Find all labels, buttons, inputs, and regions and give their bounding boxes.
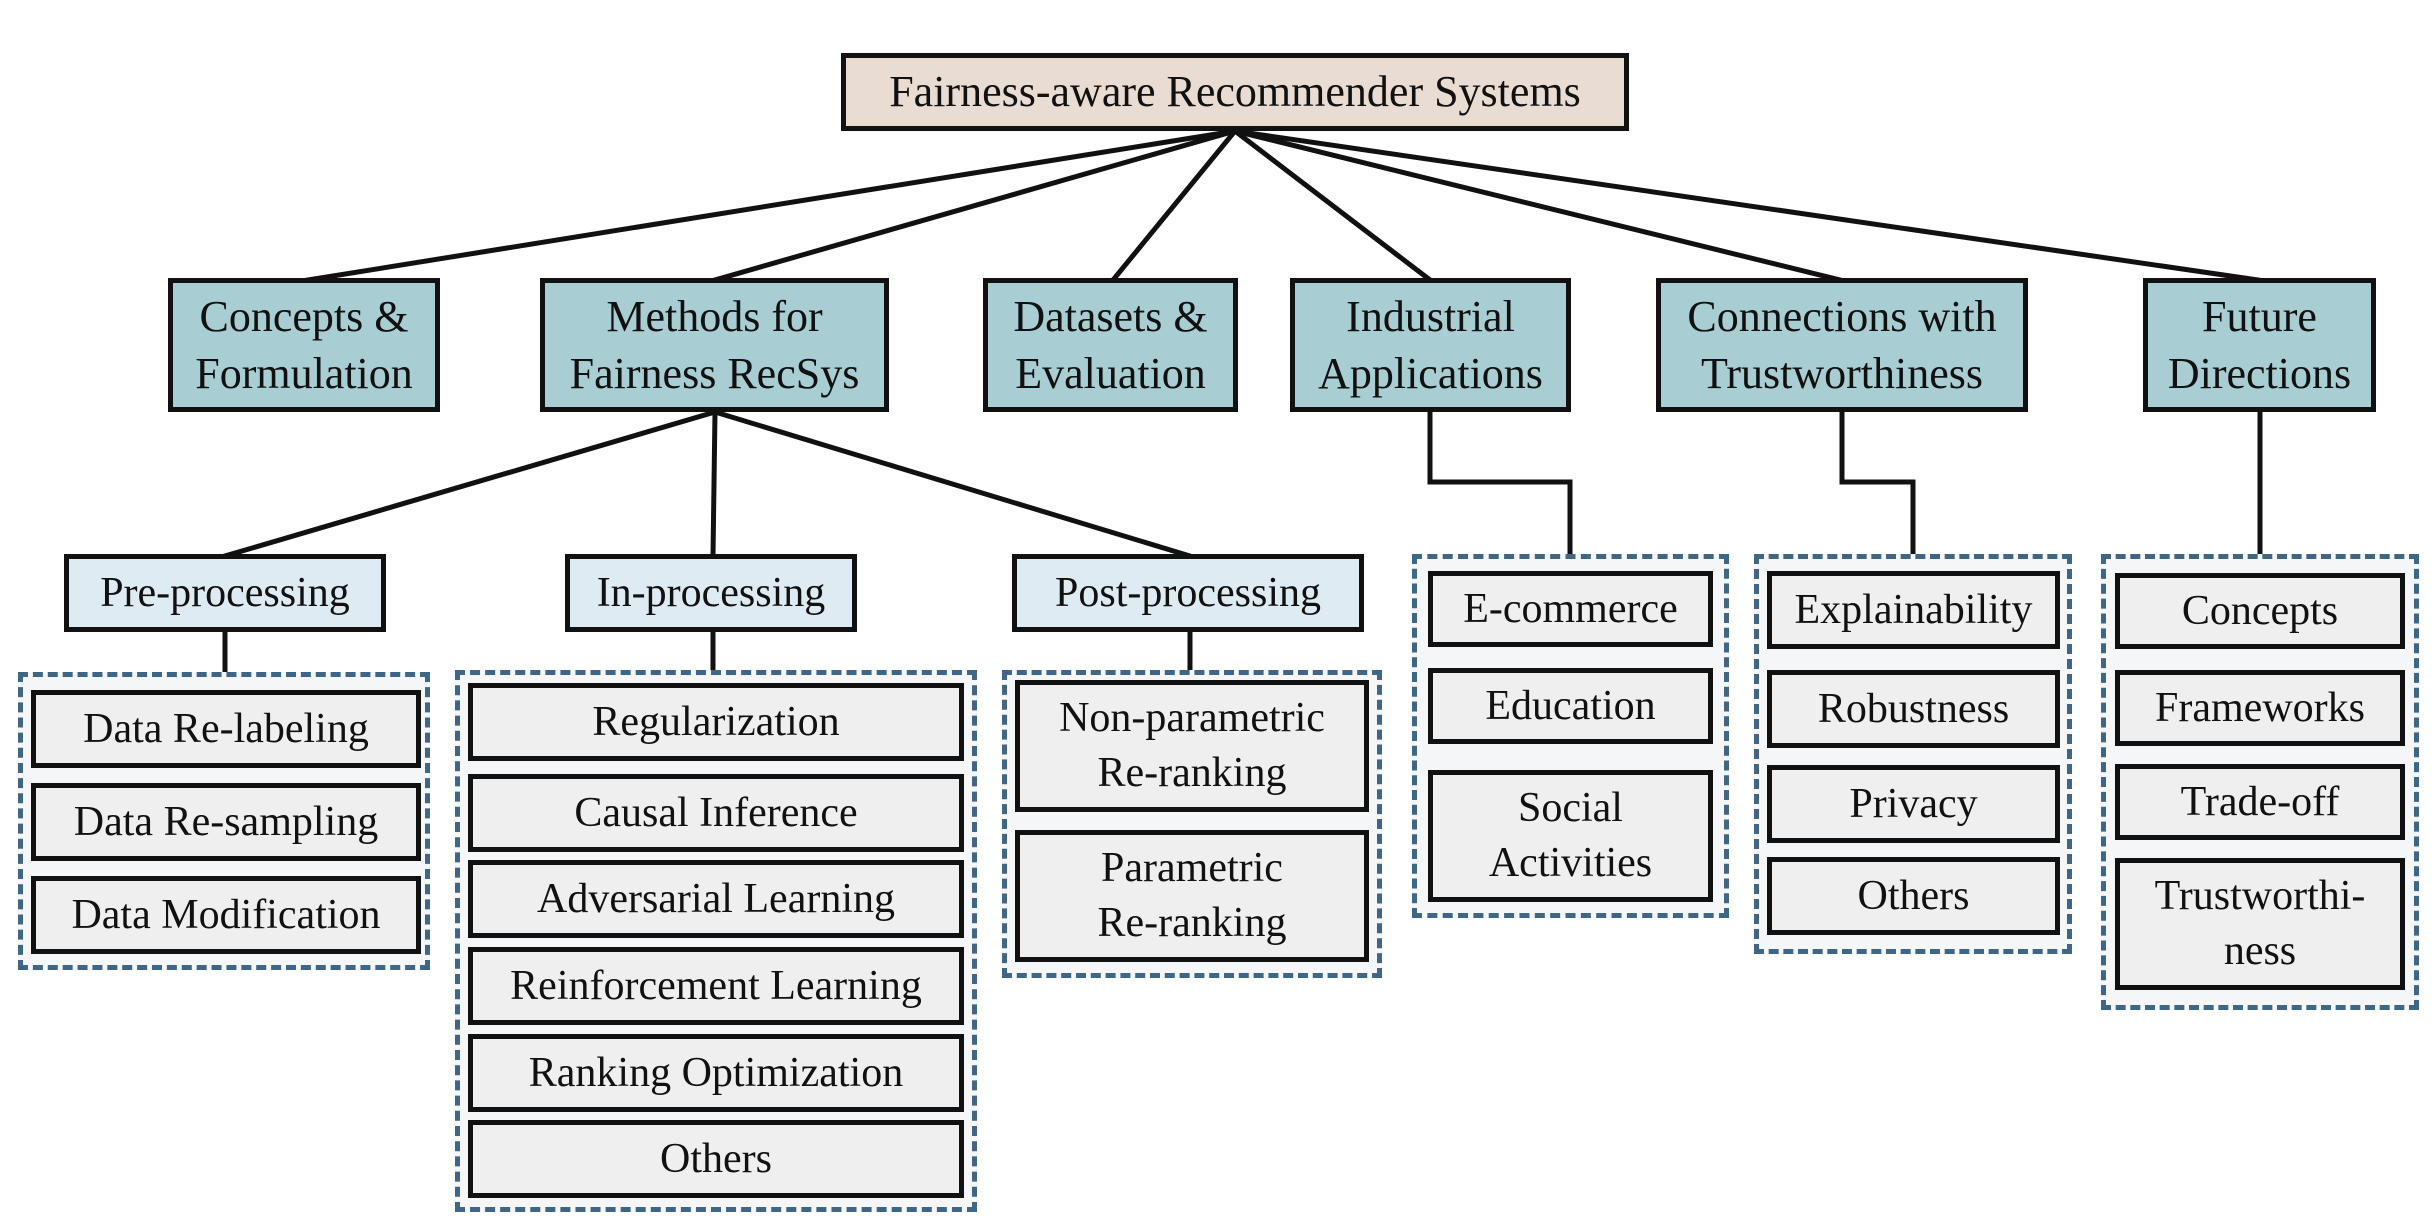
leaf-data-relabeling: Data Re-labeling — [31, 690, 421, 768]
category-industrial-applications: Industrial Applications — [1290, 278, 1571, 412]
leaf-e-commerce: E-commerce — [1428, 571, 1713, 647]
category-connections-trustworthiness: Connections with Trustworthiness — [1656, 278, 2028, 412]
leaf-causal-inference: Causal Inference — [468, 774, 964, 852]
leaf-others-connections: Others — [1767, 857, 2060, 935]
leaf-education: Education — [1428, 668, 1713, 744]
subcategory-in-processing: In-processing — [565, 554, 857, 632]
category-methods-fairness-recsys: Methods for Fairness RecSys — [540, 278, 889, 412]
leaf-trade-off: Trade-off — [2115, 764, 2405, 840]
leaf-robustness: Robustness — [1767, 670, 2060, 748]
leaf-regularization: Regularization — [468, 683, 964, 761]
leaf-data-modification: Data Modification — [31, 876, 421, 954]
leaf-explainability: Explainability — [1767, 571, 2060, 649]
leaf-ranking-optimization: Ranking Optimization — [468, 1034, 964, 1112]
leaf-others-in-processing: Others — [468, 1120, 964, 1198]
category-concepts-formulation: Concepts & Formulation — [168, 278, 440, 412]
leaf-privacy: Privacy — [1767, 765, 2060, 843]
leaf-parametric-reranking: Parametric Re-ranking — [1015, 830, 1369, 962]
leaf-social-activities: Social Activities — [1428, 770, 1713, 902]
leaf-trustworthiness: Trustworthi- ness — [2115, 858, 2405, 990]
leaf-non-parametric-reranking: Non-parametric Re-ranking — [1015, 680, 1369, 812]
leaf-concepts: Concepts — [2115, 573, 2405, 649]
category-future-directions: Future Directions — [2143, 278, 2376, 412]
root-node: Fairness-aware Recommender Systems — [841, 53, 1629, 131]
category-datasets-evaluation: Datasets & Evaluation — [983, 278, 1238, 412]
subcategory-post-processing: Post-processing — [1012, 554, 1364, 632]
leaf-reinforcement-learning: Reinforcement Learning — [468, 947, 964, 1025]
leaf-adversarial-learning: Adversarial Learning — [468, 860, 964, 938]
subcategory-pre-processing: Pre-processing — [64, 554, 386, 632]
leaf-data-resampling: Data Re-sampling — [31, 783, 421, 861]
leaf-frameworks: Frameworks — [2115, 670, 2405, 746]
